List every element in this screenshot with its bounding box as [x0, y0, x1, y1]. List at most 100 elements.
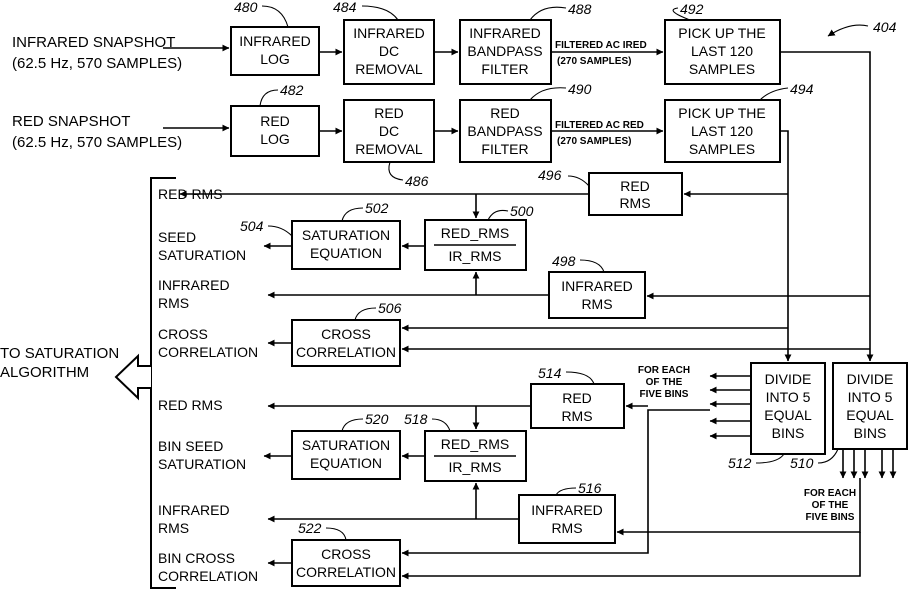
svg-text:FOR EACH: FOR EACH — [638, 365, 690, 376]
red-pick-samples-block: PICK UP THE LAST 120 SAMPLES — [665, 100, 780, 162]
ref-520: 520 — [365, 411, 389, 427]
svg-text:INFRARED: INFRARED — [469, 25, 541, 41]
ref-522: 522 — [298, 520, 322, 536]
svg-text:PICK UP THE: PICK UP THE — [678, 25, 765, 41]
ref-510: 510 — [790, 455, 814, 471]
output-bin-cross-correlation-2: CORRELATION — [158, 568, 258, 584]
output-bin-seed-saturation-2: SATURATION — [158, 456, 246, 472]
svg-text:BANDPASS: BANDPASS — [467, 123, 542, 139]
output-seed-saturation-2: SATURATION — [158, 247, 246, 263]
svg-text:EQUAL: EQUAL — [764, 407, 812, 423]
red-rms-block-lower: RED RMS — [531, 384, 624, 428]
bins-note-red: FOR EACH OF THE FIVE BINS — [638, 365, 690, 400]
divide-red-bins-block: DIVIDE INTO 5 EQUAL BINS — [751, 363, 825, 454]
svg-text:IR_RMS: IR_RMS — [449, 248, 502, 264]
ref-516: 516 — [578, 480, 602, 496]
svg-text:FILTER: FILTER — [481, 141, 528, 157]
red-snapshot-label: RED SNAPSHOT — [12, 113, 130, 130]
output-infrared-rms-2: RMS — [158, 295, 189, 311]
svg-text:RMS: RMS — [551, 520, 582, 536]
svg-text:RED: RED — [260, 113, 290, 129]
ref-490: 490 — [568, 81, 592, 97]
svg-text:DIVIDE: DIVIDE — [765, 371, 812, 387]
svg-text:LAST 120: LAST 120 — [691, 123, 753, 139]
svg-text:INFRARED: INFRARED — [239, 33, 311, 49]
ref-512: 512 — [728, 455, 752, 471]
ref-504-label: 504 — [240, 218, 264, 234]
svg-text:RED_RMS: RED_RMS — [441, 436, 509, 452]
infrared-snapshot-rate: (62.5 Hz, 570 SAMPLES) — [12, 55, 182, 72]
divide-infrared-bins-block: DIVIDE INTO 5 EQUAL BINS — [833, 363, 907, 449]
svg-text:BANDPASS: BANDPASS — [467, 43, 542, 59]
ref-482: 482 — [280, 82, 304, 98]
svg-text:CROSS: CROSS — [321, 326, 371, 342]
ref-492: 492 — [680, 1, 704, 17]
ref-514: 514 — [538, 365, 562, 381]
infrared-pick-samples-block: PICK UP THE LAST 120 SAMPLES — [665, 20, 780, 84]
ref-496: 496 — [538, 167, 562, 183]
ref-488: 488 — [568, 1, 592, 17]
svg-text:RED: RED — [562, 390, 592, 406]
svg-text:IR_RMS: IR_RMS — [449, 459, 502, 475]
svg-text:RMS: RMS — [561, 408, 592, 424]
bins-note-ir: FOR EACH OF THE FIVE BINS — [804, 488, 856, 523]
figure-ref-label: 404 — [873, 19, 897, 35]
cross-correlation-block-lower: CROSS CORRELATION — [292, 540, 400, 586]
output-bin-infrared-rms-2: RMS — [158, 520, 189, 536]
ref-500: 500 — [510, 203, 534, 219]
svg-text:CORRELATION: CORRELATION — [296, 564, 396, 580]
svg-text:OF THE: OF THE — [812, 500, 849, 511]
svg-text:REMOVAL: REMOVAL — [355, 61, 423, 77]
svg-text:RED_RMS: RED_RMS — [441, 225, 509, 241]
ref-518: 518 — [404, 411, 428, 427]
output-cross-correlation-1: CROSS — [158, 326, 208, 342]
svg-text:RMS: RMS — [581, 296, 612, 312]
ref-506: 506 — [378, 300, 402, 316]
infrared-dc-removal-block: INFRARED DC REMOVAL — [344, 20, 434, 84]
svg-text:REMOVAL: REMOVAL — [355, 141, 423, 157]
infrared-rms-block-lower: INFRARED RMS — [519, 495, 615, 543]
ref-498: 498 — [552, 253, 576, 269]
cross-correlation-block-upper: CROSS CORRELATION — [292, 320, 400, 366]
rms-ratio-block-lower: RED_RMS IR_RMS — [425, 431, 526, 481]
saturation-equation-block-upper: SATURATION EQUATION — [292, 221, 400, 269]
svg-text:INTO 5: INTO 5 — [848, 389, 893, 405]
svg-text:FIVE BINS: FIVE BINS — [640, 389, 689, 400]
filtered-ac-ired-count: (270 SAMPLES) — [557, 56, 631, 67]
svg-text:LOG: LOG — [260, 131, 290, 147]
svg-text:BINS: BINS — [772, 425, 805, 441]
svg-text:INFRARED: INFRARED — [353, 25, 425, 41]
red-rms-block-upper: RED RMS — [589, 173, 682, 215]
svg-text:LAST 120: LAST 120 — [691, 43, 753, 59]
output-bin-red-rms: RED RMS — [158, 397, 223, 413]
svg-text:SAMPLES: SAMPLES — [689, 141, 755, 157]
svg-text:INFRARED: INFRARED — [531, 502, 603, 518]
infrared-snapshot-label: INFRARED SNAPSHOT — [12, 34, 175, 51]
ref-494: 494 — [790, 81, 814, 97]
rms-ratio-block-upper: RED_RMS IR_RMS — [425, 220, 526, 270]
svg-text:EQUATION: EQUATION — [310, 245, 382, 261]
infrared-rms-block-upper: INFRARED RMS — [549, 272, 645, 318]
to-saturation-algorithm-2: ALGORITHM — [0, 364, 89, 381]
svg-text:OF THE: OF THE — [646, 377, 683, 388]
infrared-log-block: INFRARED LOG — [231, 27, 319, 75]
filtered-ac-red-label: FILTERED AC RED — [555, 120, 644, 131]
svg-text:DC: DC — [379, 43, 399, 59]
svg-text:CORRELATION: CORRELATION — [296, 344, 396, 360]
infrared-bandpass-filter-block: INFRARED BANDPASS FILTER — [460, 20, 551, 84]
svg-text:EQUATION: EQUATION — [310, 455, 382, 471]
svg-text:LOG: LOG — [260, 51, 290, 67]
svg-text:FOR EACH: FOR EACH — [804, 488, 856, 499]
to-algorithm-arrow — [116, 356, 151, 398]
red-log-block: RED LOG — [231, 106, 319, 156]
svg-text:INTO 5: INTO 5 — [766, 389, 811, 405]
saturation-equation-block-lower: SATURATION EQUATION — [292, 431, 400, 479]
red-snapshot-rate: (62.5 Hz, 570 SAMPLES) — [12, 134, 182, 151]
svg-text:SATURATION: SATURATION — [302, 437, 390, 453]
ref-480: 480 — [234, 0, 258, 15]
svg-text:CROSS: CROSS — [321, 546, 371, 562]
svg-text:DIVIDE: DIVIDE — [847, 371, 894, 387]
svg-text:INFRARED: INFRARED — [561, 278, 633, 294]
figure-ref-arrow — [828, 25, 868, 36]
output-bin-seed-saturation-1: BIN SEED — [158, 438, 223, 454]
